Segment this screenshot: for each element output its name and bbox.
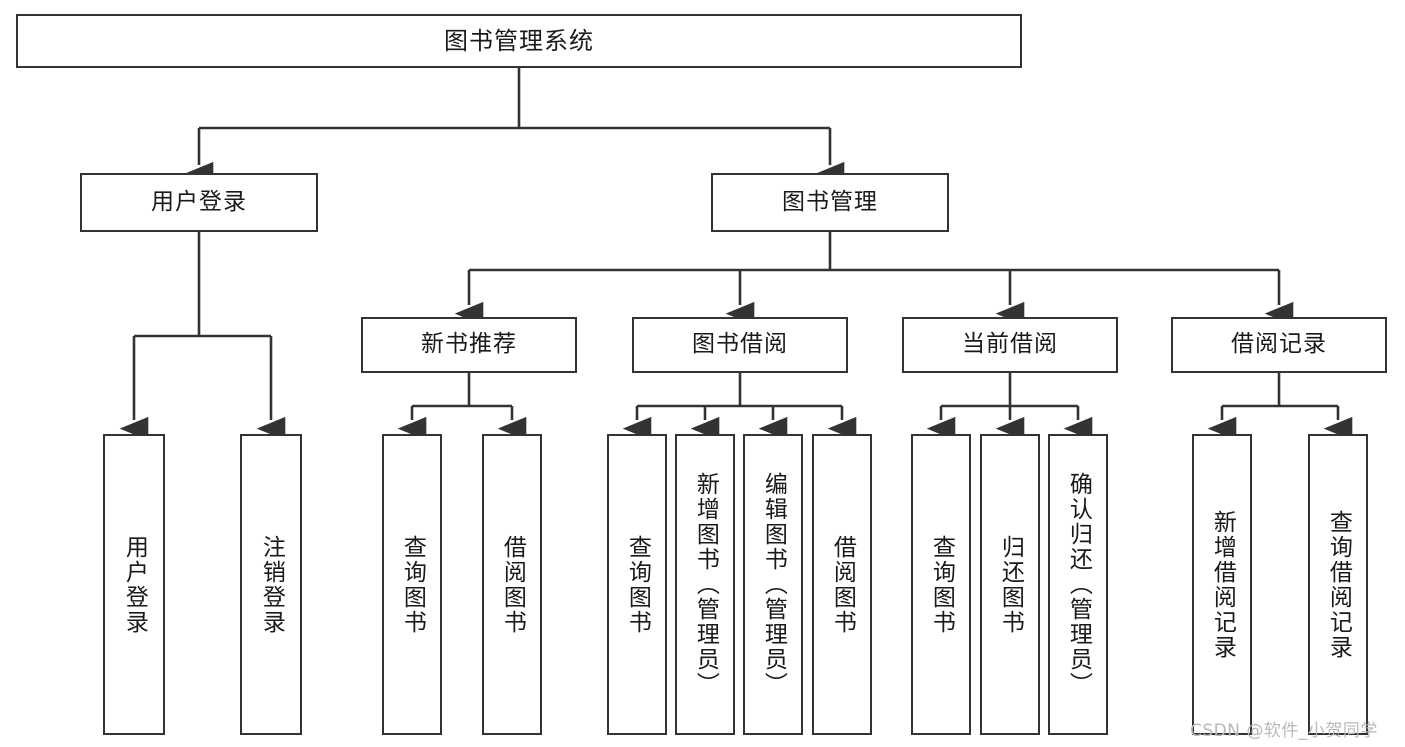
node-leaf-borrow-book-2-label: 借阅图书	[829, 534, 856, 635]
node-leaf-query-book-2[interactable]: 查询图书	[607, 434, 667, 735]
node-leaf-query-book-3-label: 查询图书	[928, 534, 955, 635]
csdn-watermark: CSDN @软件_小贺同学	[1190, 721, 1378, 741]
node-leaf-query-book-1[interactable]: 查询图书	[382, 434, 442, 735]
node-leaf-user-login-label: 用户登录	[121, 534, 148, 635]
node-leaf-borrow-book-1-label: 借阅图书	[499, 534, 526, 635]
node-leaf-edit-book[interactable]: 编辑图书（管理员）	[743, 434, 803, 735]
node-current-borrow[interactable]: 当前借阅	[902, 317, 1118, 373]
node-leaf-borrow-book-1[interactable]: 借阅图书	[482, 434, 542, 735]
node-leaf-confirm-return-label: 确认归还（管理员）	[1065, 472, 1092, 697]
node-leaf-user-logout[interactable]: 注销登录	[240, 434, 302, 735]
node-leaf-add-record-label: 新增借阅记录	[1209, 509, 1236, 660]
node-leaf-query-record-label: 查询借阅记录	[1325, 509, 1352, 660]
node-leaf-query-record[interactable]: 查询借阅记录	[1308, 434, 1368, 735]
node-borrow-record-label: 借阅记录	[1231, 331, 1327, 358]
node-book-borrow[interactable]: 图书借阅	[632, 317, 848, 373]
node-book-borrow-label: 图书借阅	[692, 331, 788, 358]
node-user-login[interactable]: 用户登录	[80, 173, 318, 232]
node-leaf-return-book[interactable]: 归还图书	[980, 434, 1040, 735]
node-leaf-user-login[interactable]: 用户登录	[103, 434, 165, 735]
node-leaf-query-book-1-label: 查询图书	[399, 534, 426, 635]
node-new-book-recommend[interactable]: 新书推荐	[361, 317, 577, 373]
node-user-login-label: 用户登录	[151, 188, 247, 215]
node-leaf-confirm-return[interactable]: 确认归还（管理员）	[1048, 434, 1108, 735]
node-book-manage[interactable]: 图书管理	[711, 173, 949, 232]
node-leaf-borrow-book-2[interactable]: 借阅图书	[812, 434, 872, 735]
node-current-borrow-label: 当前借阅	[962, 331, 1058, 358]
node-book-manage-label: 图书管理	[782, 188, 878, 215]
node-new-book-recommend-label: 新书推荐	[421, 331, 517, 358]
node-leaf-user-logout-label: 注销登录	[258, 534, 285, 635]
node-root[interactable]: 图书管理系统	[16, 14, 1022, 68]
node-leaf-query-book-2-label: 查询图书	[624, 534, 651, 635]
node-leaf-edit-book-label: 编辑图书（管理员）	[760, 472, 787, 697]
node-leaf-return-book-label: 归还图书	[997, 534, 1024, 635]
node-leaf-add-book[interactable]: 新增图书（管理员）	[675, 434, 735, 735]
node-borrow-record[interactable]: 借阅记录	[1171, 317, 1387, 373]
node-leaf-query-book-3[interactable]: 查询图书	[911, 434, 971, 735]
node-root-label: 图书管理系统	[444, 26, 594, 55]
node-leaf-add-record[interactable]: 新增借阅记录	[1192, 434, 1252, 735]
node-leaf-add-book-label: 新增图书（管理员）	[692, 472, 719, 697]
